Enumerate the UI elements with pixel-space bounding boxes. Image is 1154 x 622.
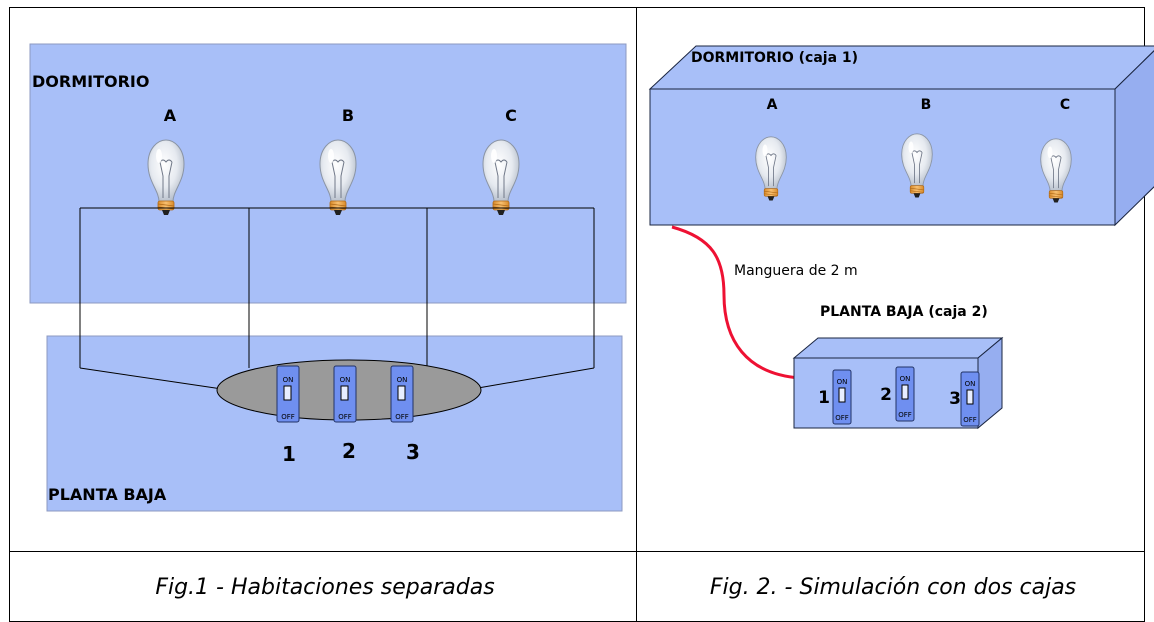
fig2-box2-label: PLANTA BAJA (caja 2) xyxy=(820,304,988,320)
svg-text:OFF: OFF xyxy=(338,413,352,421)
fig1-bedroom-label: DORMITORIO xyxy=(32,72,149,91)
fig1-switch-3[interactable]: ON OFF xyxy=(390,365,414,423)
svg-text:OFF: OFF xyxy=(898,411,912,419)
fig1-bulb-label-b: B xyxy=(342,106,354,125)
svg-text:OFF: OFF xyxy=(963,416,977,424)
fig2-caption: Fig. 2. - Simulación con dos cajas xyxy=(710,575,1076,600)
fig2-bulb-label-b: B xyxy=(921,97,932,113)
fig2-box2-front xyxy=(793,357,979,429)
svg-text:OFF: OFF xyxy=(395,413,409,421)
svg-text:ON: ON xyxy=(965,380,976,388)
fig1: DORMITORIO PLANTA BAJA A B C ON OFF xyxy=(29,43,627,512)
svg-text:OFF: OFF xyxy=(835,414,849,422)
fig2-switch-1[interactable]: ON OFF xyxy=(832,369,852,425)
fig2-switch-number-3: 3 xyxy=(949,389,961,409)
fig2-switch-2[interactable]: ON OFF xyxy=(895,366,915,422)
fig2-hose-label: Manguera de 2 m xyxy=(734,263,858,279)
fig2-box2-top xyxy=(792,337,1004,359)
fig2-hose xyxy=(671,225,801,380)
fig2-switch-number-1: 1 xyxy=(818,388,830,408)
fig1-groundfloor-label: PLANTA BAJA xyxy=(48,485,167,504)
fig1-caption: Fig.1 - Habitaciones separadas xyxy=(155,575,494,600)
svg-text:ON: ON xyxy=(900,375,911,383)
fig2-switch-number-2: 2 xyxy=(880,385,892,405)
fig1-switch-1[interactable]: ON OFF xyxy=(276,365,300,423)
fig2-bulb-label-a: A xyxy=(767,97,778,113)
fig1-switch-number-1: 1 xyxy=(282,442,296,466)
fig2-switch-3[interactable]: ON OFF xyxy=(960,371,980,427)
fig1-bulb-label-a: A xyxy=(164,106,177,125)
fig1-bulb-label-c: C xyxy=(505,106,517,125)
svg-text:ON: ON xyxy=(837,378,848,386)
fig2-bulb-label-c: C xyxy=(1060,97,1070,113)
fig1-switch-2[interactable]: ON OFF xyxy=(333,365,357,423)
svg-text:ON: ON xyxy=(397,376,408,384)
fig2-box1-front xyxy=(649,88,1116,226)
svg-text:OFF: OFF xyxy=(281,413,295,421)
svg-text:ON: ON xyxy=(340,376,351,384)
fig2-box1-label: DORMITORIO (caja 1) xyxy=(691,50,858,66)
fig1-switch-number-3: 3 xyxy=(406,440,420,464)
fig1-wiring xyxy=(79,207,595,390)
fig2: DORMITORIO (caja 1) A B C Manguera de 2 … xyxy=(648,45,1154,430)
svg-text:ON: ON xyxy=(283,376,294,384)
fig1-switch-number-2: 2 xyxy=(342,439,356,463)
